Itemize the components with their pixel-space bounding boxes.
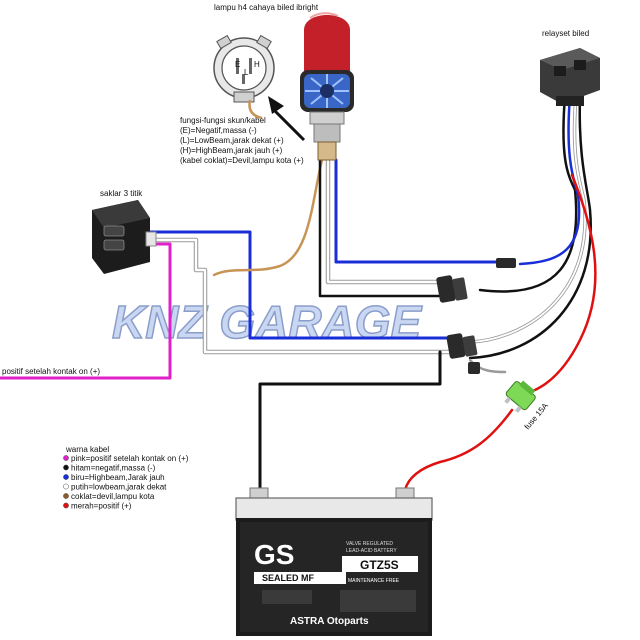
relay-harness-black [478, 94, 578, 293]
switch-icon [92, 200, 157, 274]
legend-swatch [63, 474, 69, 480]
legend-swatch [63, 493, 69, 499]
relay-icon [540, 48, 600, 106]
watermark: KNZ GARAGE [111, 295, 423, 349]
legend-label: coklat=devil,lampu kota [71, 492, 155, 501]
functions-block: fungsi-fungsi skun/kabel (E)=Negatif,mas… [180, 116, 304, 165]
blue-headlamp-wire [334, 158, 502, 264]
functions-line: (L)=LowBeam,jarak dekat (+) [180, 136, 284, 145]
red-positive-wire [518, 173, 597, 397]
white-headlamp-wire [325, 157, 443, 285]
functions-line: (E)=Negatif,massa (-) [180, 126, 257, 135]
socket-letter-h: H [254, 60, 260, 69]
black-ground-wire [258, 350, 442, 492]
legend-item: coklat=devil,lampu kota [63, 492, 155, 501]
battery-maker: ASTRA Otoparts [290, 616, 369, 627]
legend-label: hitam=negatif,massa (-) [71, 464, 156, 473]
legend-item: hitam=negatif,massa (-) [63, 464, 156, 473]
fuse-icon [504, 380, 536, 413]
relay-harness-blue [518, 94, 581, 266]
watermark-text: KNZ GARAGE [112, 296, 423, 348]
legend-label: biru=Highbeam,Jarak jauh [71, 473, 165, 482]
battery-spec-1: VALVE REGULATED [346, 541, 393, 547]
red-positive-wire-battery [403, 408, 514, 492]
pink-ignition-wire [0, 242, 172, 380]
color-legend: warna kabel pink=positif setelah kontak … [63, 445, 189, 511]
functions-line: (H)=HighBeam,jarak jauh (+) [180, 146, 283, 155]
legend-swatch [63, 502, 69, 509]
ignition-label: positif setelah kontak on (+) [2, 367, 100, 376]
switch-label: saklar 3 titik [100, 189, 143, 198]
legend-title: warna kabel [65, 445, 109, 454]
battery-model: GTZ5S [360, 558, 399, 572]
legend-swatch [63, 455, 69, 461]
connectors [436, 258, 516, 374]
battery: GS VALVE REGULATED LEAD-ACID BATTERY GTZ… [235, 487, 433, 636]
functions-line: (kabel coklat)=Devil,lampu kota (+) [180, 156, 304, 165]
functions-title: fungsi-fungsi skun/kabel [180, 116, 266, 125]
pointer-arrow [268, 96, 306, 142]
headlamp-socket-icon: E L H [213, 34, 275, 120]
socket-letter-l: L [244, 68, 249, 77]
battery-spec-2: LEAD-ACID BATTERY [346, 548, 397, 554]
headlamp-bulb [300, 12, 354, 161]
legend-swatch [63, 464, 69, 471]
wires [0, 94, 597, 492]
relay-harness-black-2 [468, 94, 592, 360]
legend-label: merah=positif (+) [71, 502, 132, 511]
legend-item: merah=positif (+) [63, 502, 132, 511]
battery-brand: GS [254, 539, 294, 570]
blue-highbeam-wire [148, 230, 457, 340]
relay-label: relayset biled [542, 29, 589, 38]
legend-swatch [63, 483, 69, 490]
brown-devil-wire [212, 158, 324, 277]
socket-letter-e: E [235, 60, 240, 69]
battery-maintenance: MAINTENANCE FREE [348, 578, 400, 584]
battery-type: SEALED MF [262, 573, 315, 583]
legend-label: pink=positif setelah kontak on (+) [71, 454, 189, 463]
legend-item: putih=lowbeam,jarak dekat [63, 483, 167, 492]
black-headlamp-wire [318, 158, 442, 298]
legend-item: pink=positif setelah kontak on (+) [63, 454, 189, 463]
legend-item: biru=Highbeam,Jarak jauh [63, 473, 165, 482]
legend-label: putih=lowbeam,jarak dekat [71, 483, 167, 492]
headlamp-label: lampu h4 cahaya biled ibright [214, 3, 319, 12]
